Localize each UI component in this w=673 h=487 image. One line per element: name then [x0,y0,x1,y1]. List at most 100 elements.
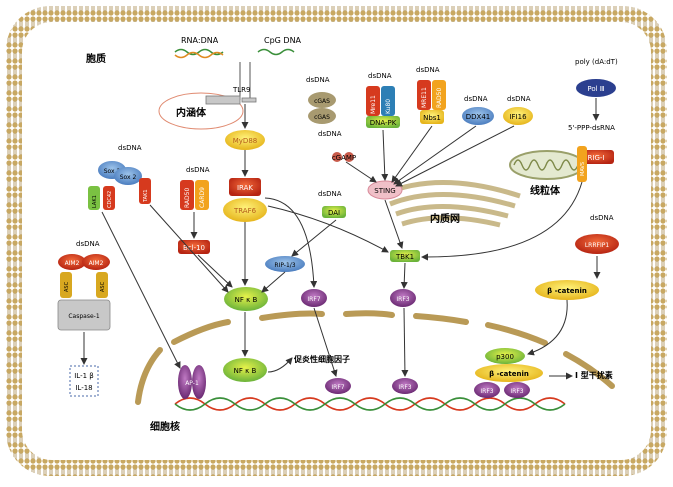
tlr9-label: TLR9 [232,86,251,94]
rna-dna-label: RNA:DNA [181,36,219,45]
dai-label: DAI [328,209,340,217]
ddx41-node [462,107,494,125]
ifi16-node [503,107,533,125]
dnapk-label: DNA-PK [370,119,397,127]
proinflam-label: 促炎性细胞因子 [293,354,350,364]
dsdna-ddx41-label: dsDNA [464,95,488,103]
ppp-rna-label: 5'-PPP-dsRNA [568,124,615,132]
sting-label: STING [374,187,395,195]
irf3-complex-a [474,382,500,398]
myd88-node [225,130,265,150]
lrrfip1-label: LRRFIP1 [585,242,610,249]
p300-node [485,348,525,364]
mitochondrion [509,150,585,180]
bcatenin-nuc-node [475,364,543,382]
aim2-node-b [82,254,110,270]
card9-node [195,180,209,210]
tak1-label: TAK1 [143,189,149,203]
nfkb-cyto-node [224,287,268,311]
cgamp-label: cGAMP [332,154,356,162]
ifn-label: Ⅰ 型干扰素 [575,370,613,380]
irf3-cyto-label: IRF3 [396,296,409,303]
card9-label: CARD9 [199,187,206,208]
nfkb-nuc-node [223,358,267,382]
lak1-node [88,186,100,210]
irf3-complex-a-label: IRF3 [480,388,493,395]
aim2-node-a [58,254,86,270]
cgamp-node-2 [344,152,354,162]
endosome-label: 内涵体 [176,106,207,119]
asc-label-a: ASC [64,281,70,292]
tbk1-node [390,250,420,262]
lak1-label: LAK1 [92,195,98,208]
lrrfip1-node [575,234,619,254]
ku80-label: Ku80 [385,99,392,114]
ap1-node [178,365,206,399]
mre11b-label: MRE11 [421,87,428,108]
irf3-nuc-node [392,378,418,394]
sox2-label-b: Sox 2 [120,174,137,181]
dsdna-aim2-label: dsDNA [76,240,100,248]
dsdna-lrrfip1-label: dsDNA [590,214,614,222]
bcatenin-nuc-label: β -catenin [489,370,529,378]
ddx41-label: DDX41 [466,113,490,121]
ap1-label: AP-1 [185,380,199,387]
dna-helix [174,397,566,411]
tak1-node [139,178,151,204]
cgas-label-2: cGAS [314,114,330,121]
irf3-complex-b [504,382,530,398]
irf7-nuc-node [325,378,351,394]
dnapk-node [366,116,400,128]
bcatenin-label: β -catenin [547,287,587,295]
endosome [158,92,244,130]
dsdna-cgamp-label: dsDNA [318,130,342,138]
asc-node-a [60,272,72,298]
rad50-label: RAD50 [184,188,191,208]
cpg-strand [257,48,295,56]
myd88-label: MyD88 [233,137,257,145]
bcatenin-node [535,280,599,300]
mavs-node [577,146,587,182]
dai-node [322,206,346,218]
er-label: 内质网 [430,212,460,225]
irf3-cyto-node [390,289,416,307]
il-box [69,365,99,397]
irak-node [229,178,261,196]
cgas-label-1: cGAS [314,98,330,105]
sox2-node-b [114,167,142,185]
asc-node-b [96,272,108,298]
nbs1-label: Nbs1 [423,114,441,122]
ku80-node [381,86,395,116]
irf7-nuc-label: IRF7 [331,384,344,391]
cpg-label: CpG DNA [264,36,302,45]
irak-label: IRAK [237,184,253,192]
rad50b-label: RAD50 [436,88,443,108]
p300-label: p300 [496,353,514,361]
dsdna-dnapk-label: dsDNA [368,72,392,80]
mitochondrion-label: 线粒体 [530,184,561,197]
pol3-node [576,79,616,97]
polyda-label: poly (dA:dT) [575,58,618,66]
mre11b-node [417,80,431,110]
ifi16-label: IFI16 [509,113,527,121]
dsdna-dai-label: dsDNA [318,190,342,198]
cdc42-node [103,186,115,210]
pathway-arrows [80,98,601,380]
asc-label-b: ASC [100,281,106,292]
aim2-label-a: AIM2 [65,260,80,267]
irf3-nuc-label: IRF3 [398,384,411,391]
dsdna-cgas-label: dsDNA [306,76,330,84]
rna-dna-strand2 [174,51,224,59]
cdc42-label: CDC42 [107,191,113,208]
cytoplasm-label: 胞质 [85,52,106,65]
caspase1-node [57,299,111,331]
rad50b-node [432,80,446,110]
il1b-label: IL-1 β [74,372,94,380]
aim2-label-b: AIM2 [89,260,104,267]
cgas-node-1 [308,92,336,108]
mre11-node [366,86,380,116]
rigi-label: RIG-I [588,154,605,162]
traf6-node [223,198,267,222]
